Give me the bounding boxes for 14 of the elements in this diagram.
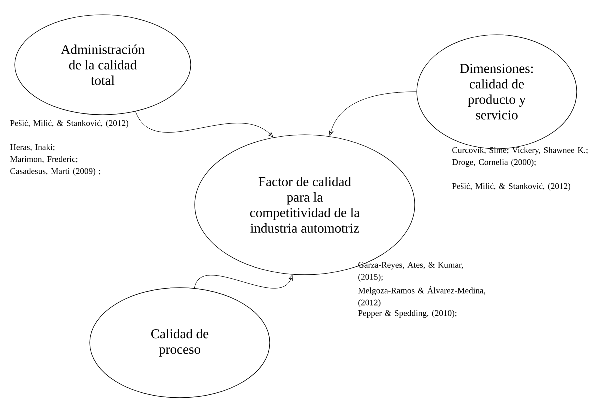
- reference-text: Garza-Reyes, Ates, & Kumar, (2015);: [358, 262, 464, 282]
- arrow: [329, 92, 417, 136]
- reference-text: Pešić, Milić, & Stanković, (2012): [452, 183, 571, 191]
- reference-text: Heras, Inaki;: [10, 144, 55, 152]
- ellipse-node: Calidad de proceso: [90, 288, 270, 398]
- reference-text: Melgoza-Ramos & Álvarez-Medina, (2012): [358, 286, 486, 308]
- reference-text: Pepper & Spedding, (2010);: [358, 310, 457, 318]
- reference-text: Marimon, Frederic;: [10, 156, 78, 164]
- arrow: [135, 111, 274, 138]
- arrow: [194, 275, 293, 289]
- reference-text: Curcovik, Sime; Vickery, Shawnee K.; Droge, Cornelia (2000);: [452, 147, 588, 167]
- reference-text: Casadesus, Marti (2009) ;: [10, 168, 101, 176]
- ellipse-node: Administración de la calidad total: [14, 14, 192, 116]
- reference-text: Pešić, Milić, & Stanković, (2012): [10, 120, 129, 128]
